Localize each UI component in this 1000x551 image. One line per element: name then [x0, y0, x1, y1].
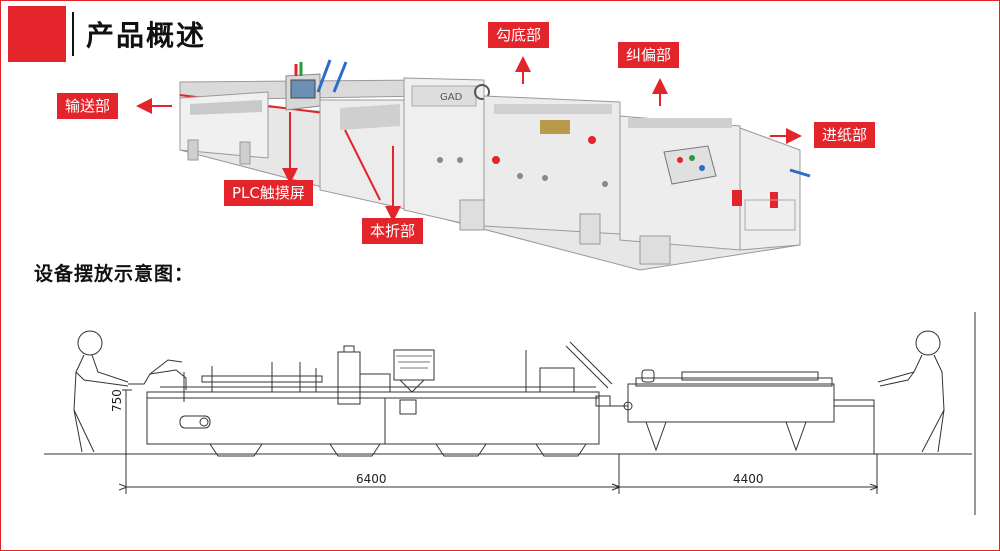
label-ben-zhe: 本折部: [362, 218, 424, 244]
callout-arrows: [136, 56, 802, 222]
label-plc: PLC触摸屏: [224, 180, 313, 206]
right-operator-figure: [877, 330, 945, 453]
header-divider: [72, 12, 74, 56]
page-title: 产品概述: [86, 19, 207, 52]
brand-plate: GAD: [440, 92, 463, 103]
label-jiu-pian: 纠偏部: [618, 42, 680, 68]
left-operator-figure: [73, 330, 129, 453]
dim-height: 750: [110, 389, 124, 412]
dim-left-length: 6400: [356, 472, 387, 486]
label-jin-zhi: 进纸部: [814, 122, 876, 148]
layout-drawing: [44, 312, 976, 515]
machine-photo: GAD: [179, 59, 811, 271]
label-gou-di: 勾底部: [488, 22, 550, 48]
section-title-layout: 设备摆放示意图：: [34, 263, 195, 285]
label-shu-song: 输送部: [57, 93, 119, 119]
header-accent-block: [8, 6, 66, 62]
dim-right-length: 4400: [733, 472, 764, 486]
